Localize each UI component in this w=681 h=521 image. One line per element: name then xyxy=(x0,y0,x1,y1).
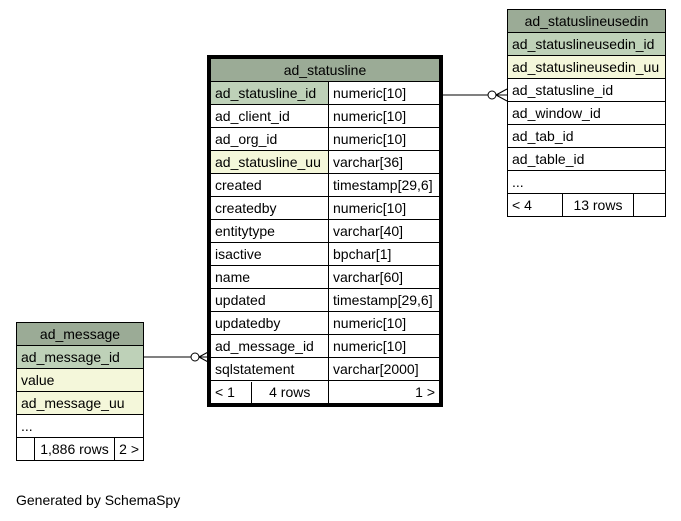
column-name[interactable]: isactive xyxy=(210,242,329,266)
column-type: varchar[60] xyxy=(328,265,440,289)
column-primary-key[interactable]: ad_message_id xyxy=(16,345,144,369)
column-name[interactable]: sqlstatement xyxy=(210,357,329,381)
column-type: timestamp[29,6] xyxy=(328,173,440,197)
parent-count-link[interactable]: < 1 xyxy=(211,381,252,403)
column-unique[interactable]: ad_statusline_uu xyxy=(210,150,329,174)
column-name[interactable]: name xyxy=(210,265,329,289)
column-type: varchar[2000] xyxy=(328,357,440,381)
column-primary-key[interactable]: ad_statuslineusedin_id xyxy=(507,32,666,56)
table-ad-statuslineusedin[interactable]: ad_statuslineusedin ad_statuslineusedin_… xyxy=(507,9,666,217)
table-ad-message[interactable]: ad_message ad_message_id value ad_messag… xyxy=(15,322,145,461)
column-type: numeric[10] xyxy=(328,127,440,151)
column-type: timestamp[29,6] xyxy=(328,288,440,312)
footer-left-group: < 1 4 rows xyxy=(210,380,329,404)
column-type: numeric[10] xyxy=(328,81,440,105)
table-header[interactable]: ad_statusline xyxy=(210,58,440,82)
column-name[interactable]: ad_table_id xyxy=(507,147,666,171)
column-name[interactable]: updatedby xyxy=(210,311,329,335)
relationship-statusline-to-statuslineusedin xyxy=(440,88,508,102)
column-unique[interactable]: ad_statuslineusedin_uu xyxy=(507,55,666,79)
column-type: numeric[10] xyxy=(328,311,440,335)
row-count: 13 rows xyxy=(561,193,635,217)
relationship-message-to-statusline xyxy=(144,350,211,364)
column-type: varchar[40] xyxy=(328,219,440,243)
row-count: 1,886 rows xyxy=(34,437,115,461)
column-name[interactable]: createdby xyxy=(210,196,329,220)
footer-split: < 1 4 rows xyxy=(211,381,328,403)
parent-count-link[interactable] xyxy=(15,437,36,461)
generated-by-text: Generated by SchemaSpy xyxy=(16,492,181,508)
column-name[interactable]: updated xyxy=(210,288,329,312)
column-name[interactable]: entitytype xyxy=(210,219,329,243)
parent-count-link[interactable]: < 4 xyxy=(507,193,563,217)
column-type: numeric[10] xyxy=(328,334,440,358)
column-type: numeric[10] xyxy=(328,104,440,128)
child-count-link[interactable]: 1 > xyxy=(328,380,440,404)
column-name[interactable]: ad_client_id xyxy=(210,104,329,128)
column-type: numeric[10] xyxy=(328,196,440,220)
more-columns-ellipsis[interactable]: ... xyxy=(16,414,144,438)
child-count-link[interactable]: 2 > xyxy=(113,437,145,461)
child-count-link[interactable] xyxy=(633,193,666,217)
column-unique[interactable]: value xyxy=(16,368,144,392)
table-header[interactable]: ad_statuslineusedin xyxy=(507,9,666,33)
column-type: bpchar[1] xyxy=(328,242,440,266)
table-header[interactable]: ad_message xyxy=(16,322,144,346)
column-name[interactable]: ad_window_id xyxy=(507,101,666,125)
column-type: varchar[36] xyxy=(328,150,440,174)
column-name[interactable]: created xyxy=(210,173,329,197)
column-name[interactable]: ad_message_id xyxy=(210,334,329,358)
table-ad-statusline[interactable]: ad_statusline ad_statusline_id numeric[1… xyxy=(207,55,443,407)
column-unique[interactable]: ad_message_uu xyxy=(16,391,144,415)
column-name[interactable]: ad_statusline_id xyxy=(507,78,666,102)
column-name[interactable]: ad_tab_id xyxy=(507,124,666,148)
column-primary-key[interactable]: ad_statusline_id xyxy=(210,81,329,105)
more-columns-ellipsis[interactable]: ... xyxy=(507,170,666,194)
column-name[interactable]: ad_org_id xyxy=(210,127,329,151)
row-count: 4 rows xyxy=(269,383,311,400)
